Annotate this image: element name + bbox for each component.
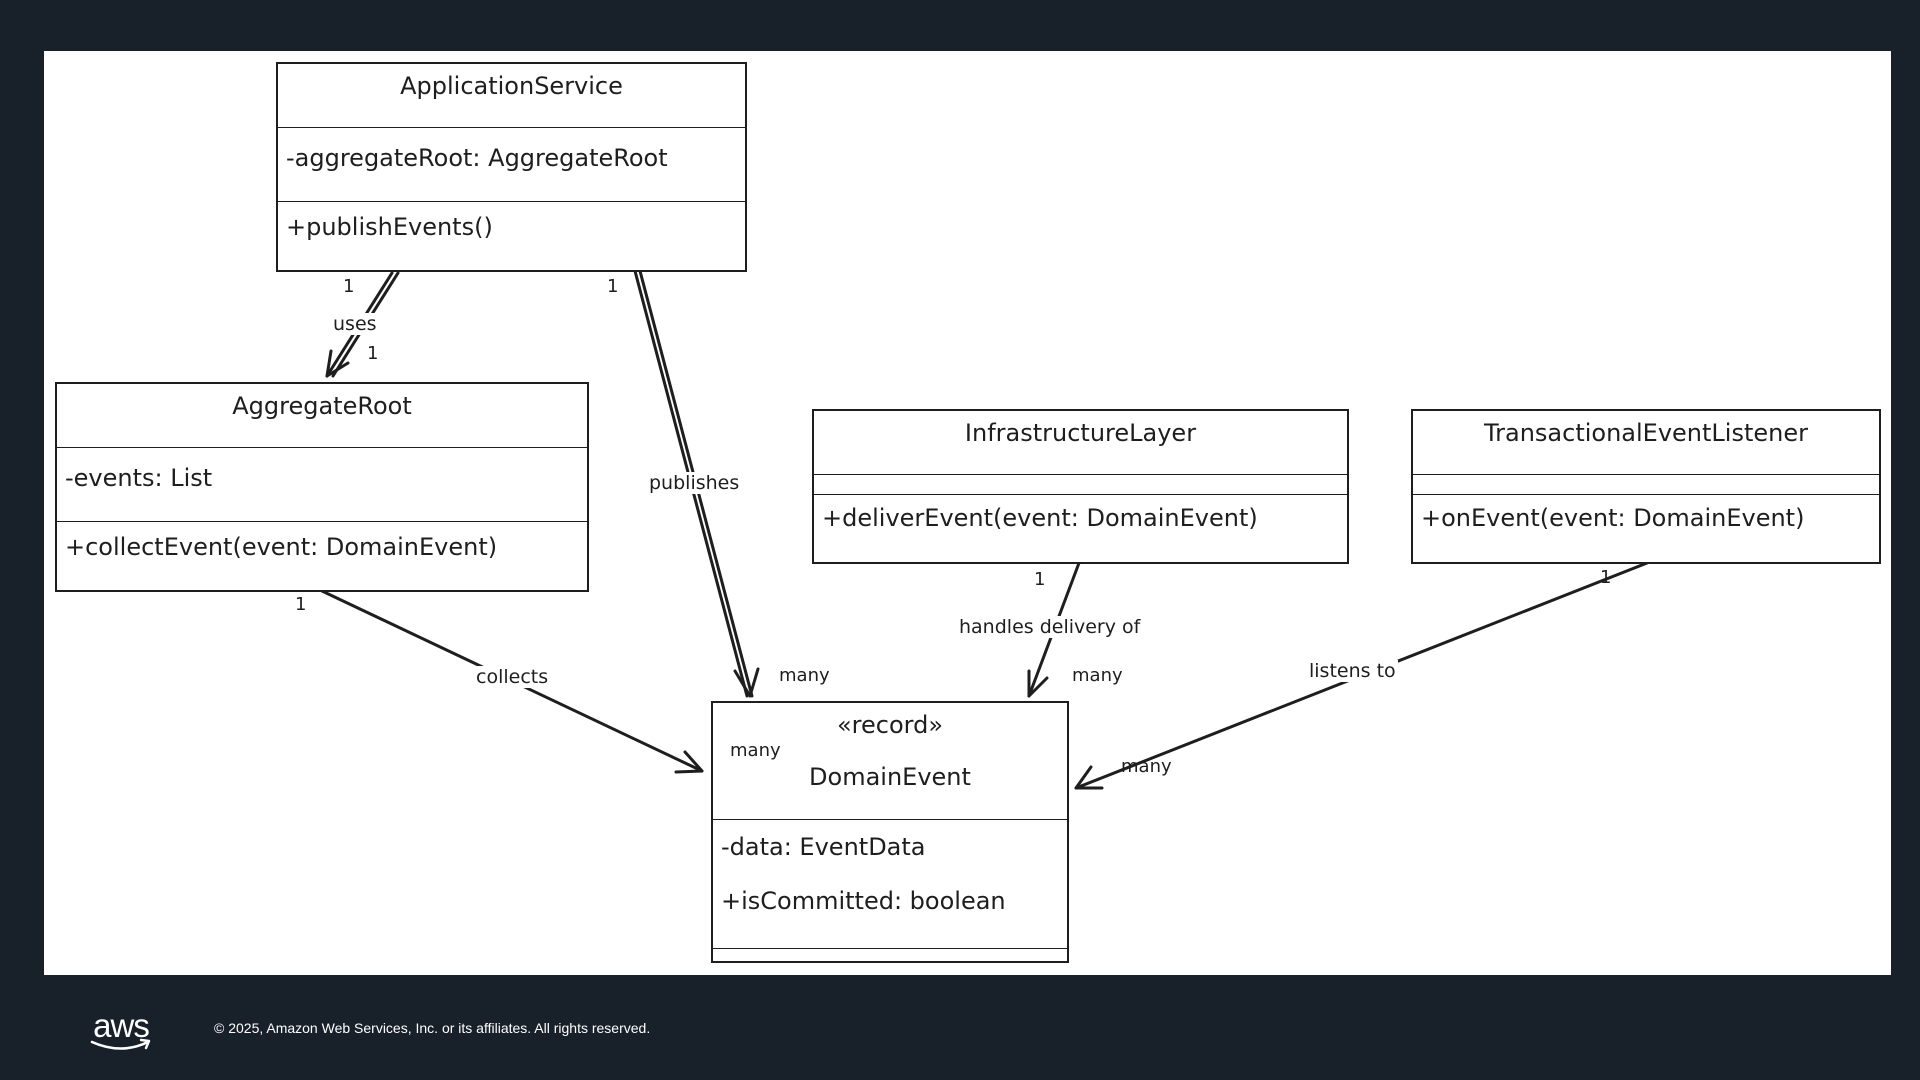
multiplicity: 1 — [367, 343, 379, 364]
divider — [57, 447, 587, 448]
divider — [713, 819, 1067, 820]
attribute: -events: List — [65, 464, 213, 492]
method: +publishEvents() — [286, 213, 493, 241]
divider — [814, 494, 1347, 495]
class-name: TransactionalEventListener — [1484, 419, 1808, 447]
edge-label-listens-to: listens to — [1307, 660, 1398, 682]
divider — [814, 474, 1347, 475]
divider — [1413, 494, 1879, 495]
class-domain-event[interactable]: «record» DomainEvent -data: EventData +i… — [711, 701, 1069, 963]
multiplicity: 1 — [295, 594, 307, 615]
edge-label-publishes: publishes — [647, 472, 742, 494]
multiplicity: many — [779, 665, 830, 686]
aws-logo: aws — [88, 1009, 154, 1053]
class-infrastructure-layer[interactable]: InfrastructureLayer +deliverEvent(event:… — [812, 409, 1349, 564]
multiplicity: many — [1072, 665, 1123, 686]
method: +onEvent(event: DomainEvent) — [1421, 504, 1805, 532]
divider — [278, 127, 745, 128]
aws-smile-icon — [90, 1038, 151, 1050]
divider — [278, 201, 745, 202]
copyright-text: © 2025, Amazon Web Services, Inc. or its… — [214, 1020, 651, 1036]
multiplicity: 1 — [1600, 567, 1612, 588]
class-stereotype: «record» — [836, 711, 944, 739]
method: +collectEvent(event: DomainEvent) — [65, 533, 498, 561]
class-name: DomainEvent — [809, 763, 971, 791]
divider — [57, 521, 587, 522]
class-transactional-event-listener[interactable]: TransactionalEventListener +onEvent(even… — [1411, 409, 1881, 564]
multiplicity: 1 — [343, 276, 355, 297]
divider — [1413, 474, 1879, 475]
edge-label-uses: uses — [331, 313, 379, 335]
multiplicity: 1 — [607, 276, 619, 297]
class-name: AggregateRoot — [232, 392, 412, 420]
attribute: -aggregateRoot: AggregateRoot — [286, 144, 668, 172]
class-aggregate-root[interactable]: AggregateRoot -events: List +collectEven… — [55, 382, 589, 592]
edge-label-handles-delivery: handles delivery of — [957, 616, 1143, 638]
attribute: -data: EventData — [721, 833, 926, 861]
method: +deliverEvent(event: DomainEvent) — [822, 504, 1258, 532]
multiplicity: 1 — [1034, 569, 1046, 590]
class-name: InfrastructureLayer — [964, 419, 1197, 447]
edge-label-collects: collects — [474, 666, 551, 688]
attribute: +isCommitted: boolean — [721, 887, 1006, 915]
class-name: ApplicationService — [400, 72, 623, 100]
divider — [713, 948, 1067, 949]
diagram-canvas: ApplicationService -aggregateRoot: Aggre… — [44, 51, 1891, 975]
multiplicity: many — [730, 740, 781, 761]
multiplicity: many — [1121, 756, 1172, 777]
aws-logo-text: aws — [93, 1007, 150, 1044]
class-application-service[interactable]: ApplicationService -aggregateRoot: Aggre… — [276, 62, 747, 272]
